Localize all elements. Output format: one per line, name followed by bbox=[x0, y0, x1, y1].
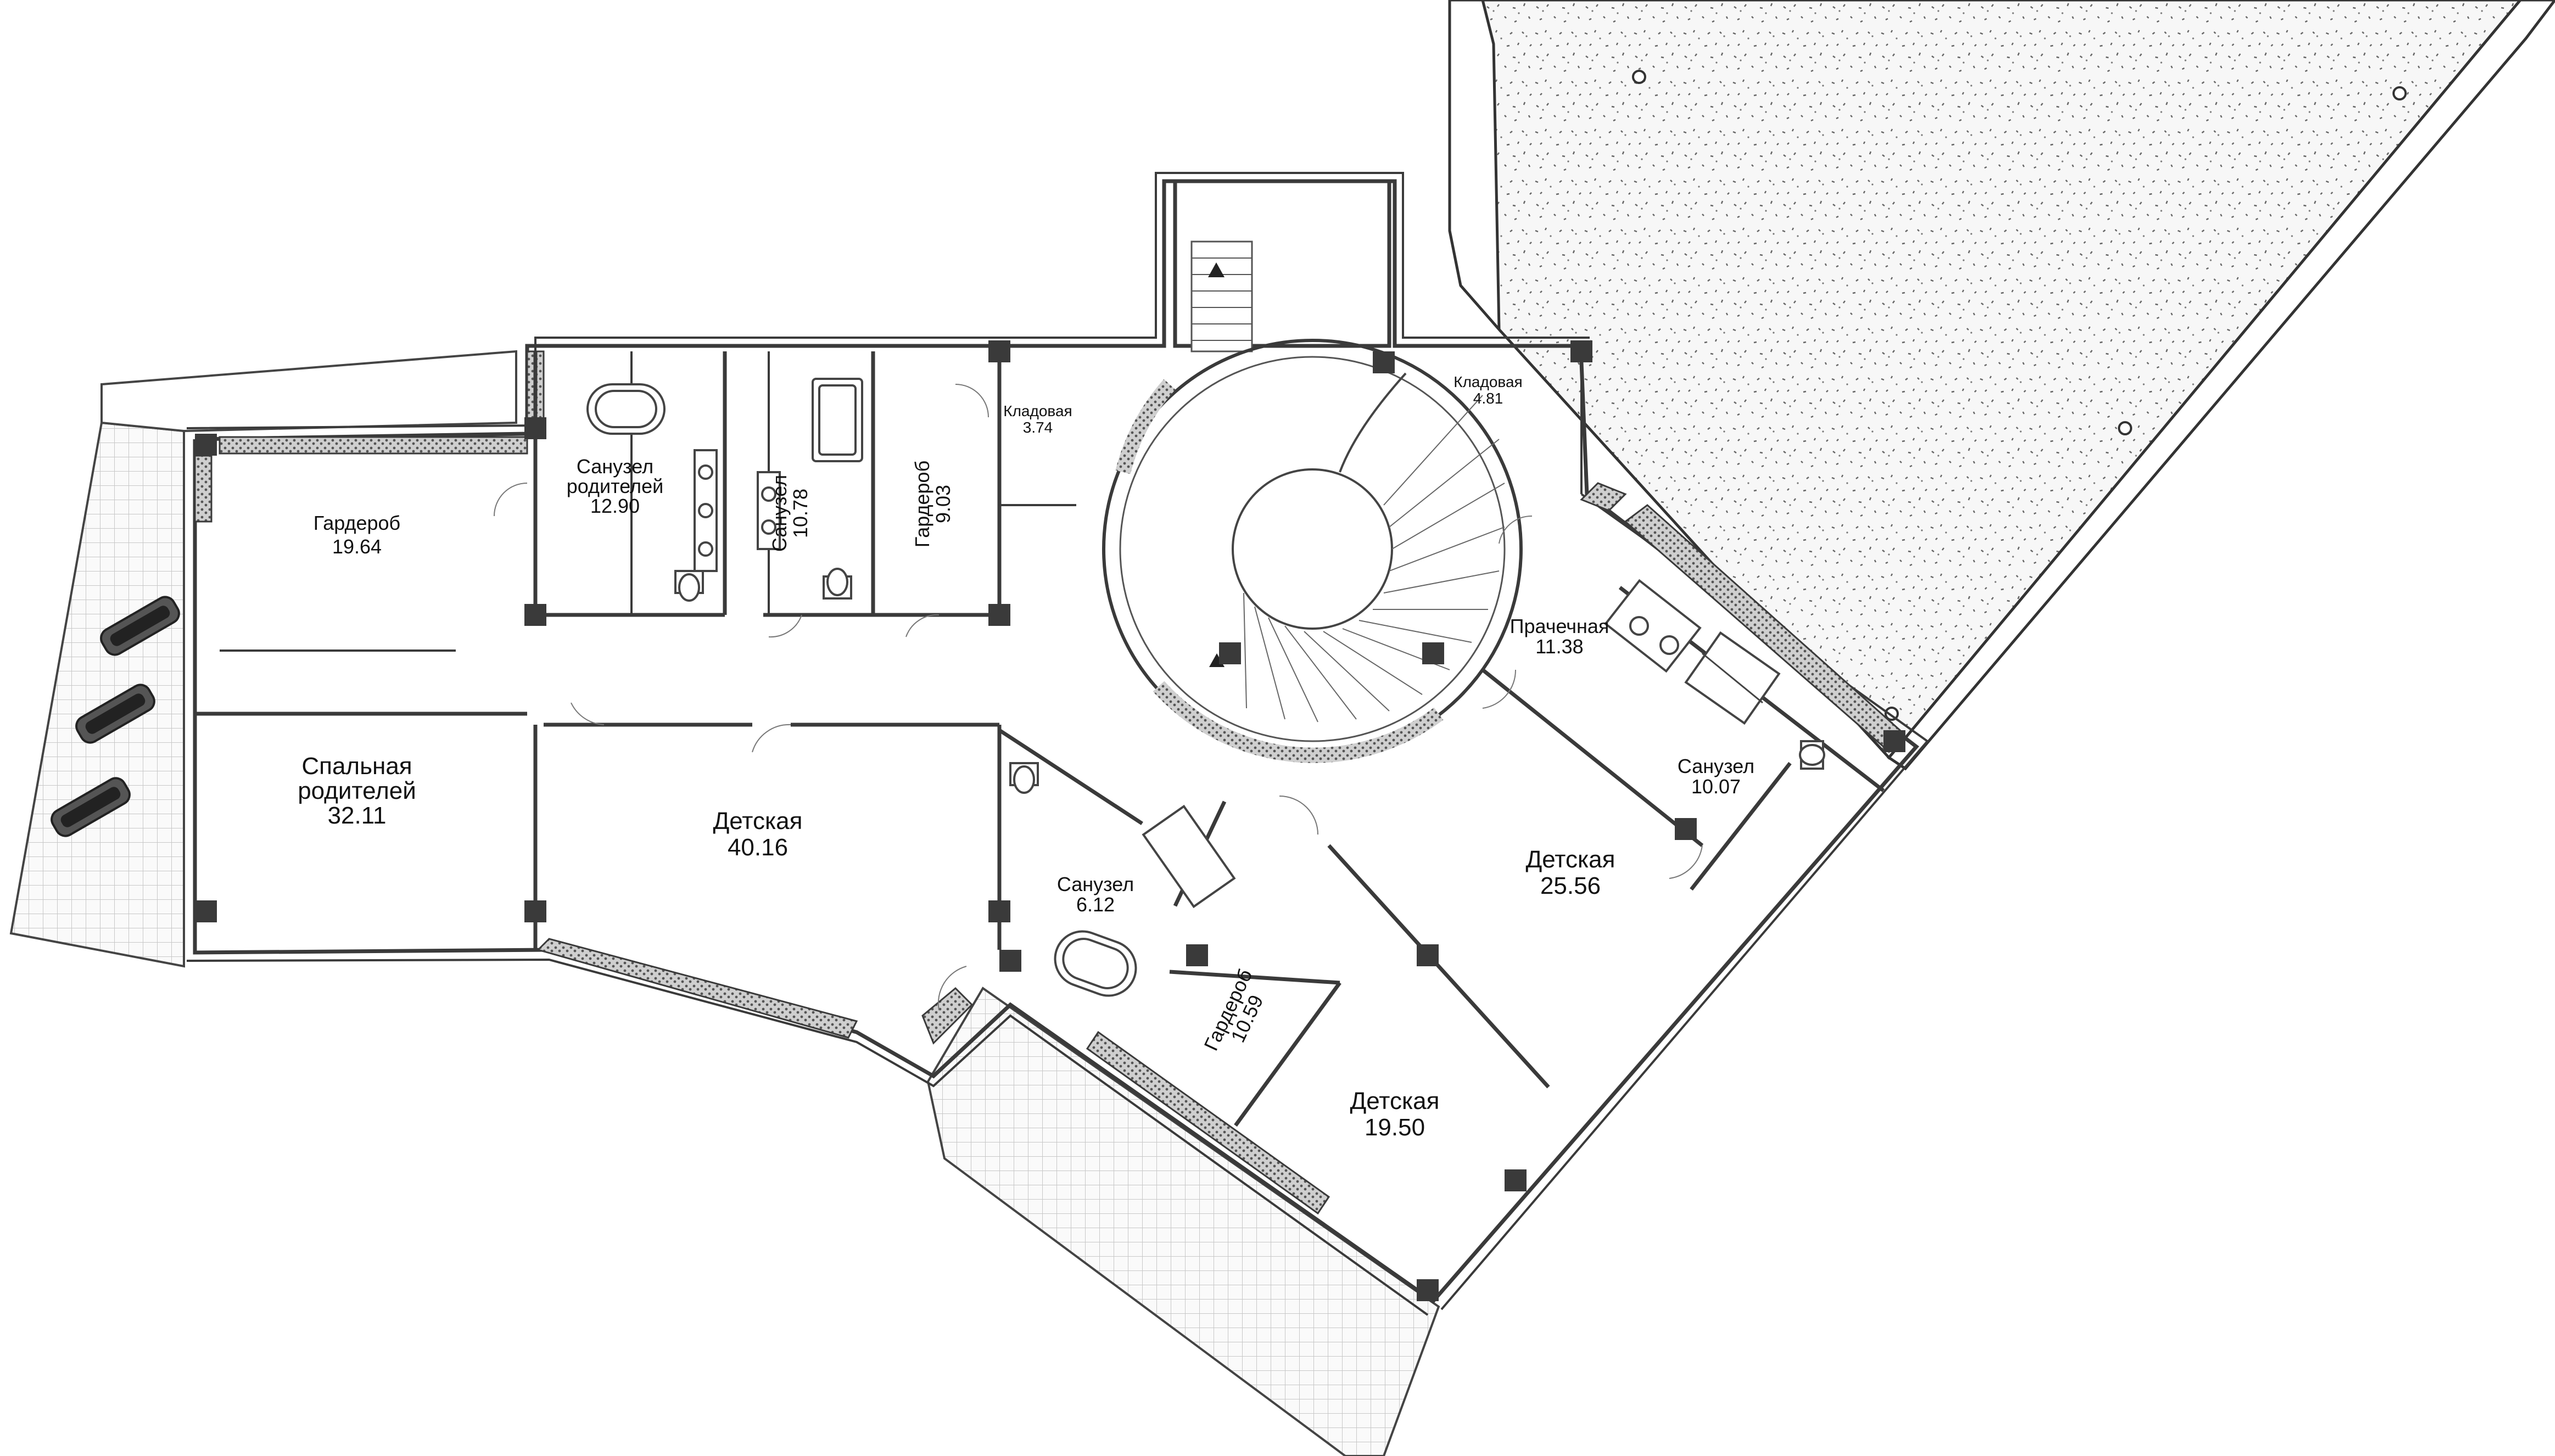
room-area-parents-bedroom: 32.11 bbox=[328, 802, 387, 829]
room-area-laundry: 11.38 bbox=[1535, 635, 1583, 658]
room-area-bath-2: 10.78 bbox=[789, 489, 812, 538]
toilet-icon bbox=[1799, 740, 1825, 770]
toilet-icon bbox=[674, 570, 704, 602]
sun-lounger-icon bbox=[51, 777, 131, 837]
fixtures bbox=[586, 378, 1825, 997]
sink-icon bbox=[1142, 804, 1236, 909]
room-name-wardrobe-1: Гардероб bbox=[314, 512, 400, 534]
bathtub-icon bbox=[812, 378, 863, 462]
room-name-parents-bedroom-line1: Спальная bbox=[301, 753, 412, 780]
room-area-kids-3: 19.50 bbox=[1365, 1114, 1425, 1141]
washer-icon bbox=[1604, 579, 1702, 673]
bottom-terrace bbox=[926, 987, 1440, 1456]
room-area-wardrobe-1: 19.64 bbox=[332, 535, 382, 558]
room-name-kids-2: Детская bbox=[1526, 846, 1615, 873]
room-area-kids-1: 40.16 bbox=[728, 834, 788, 861]
room-name-parents-bath-line1: Санузел bbox=[577, 455, 653, 478]
sun-lounger-icon bbox=[75, 684, 155, 744]
room-name-storage-1: Кладовая bbox=[1003, 402, 1072, 419]
shower-icon bbox=[1684, 631, 1781, 725]
sun-loungers bbox=[51, 596, 180, 837]
sink-icon bbox=[694, 449, 718, 572]
room-name-laundry: Прачечная bbox=[1510, 615, 1609, 637]
room-area-kids-2: 25.56 bbox=[1540, 872, 1601, 899]
sink-icon bbox=[757, 471, 781, 550]
sun-lounger-icon bbox=[100, 596, 180, 656]
toilet-icon bbox=[1009, 762, 1039, 794]
toilet-icon bbox=[823, 568, 852, 600]
room-area-storage-2: 4.81 bbox=[1473, 390, 1503, 407]
room-name-parents-bath-line2: родителей bbox=[567, 475, 663, 497]
room-area-storage-1: 3.74 bbox=[1023, 419, 1053, 436]
stair-arrow-icon bbox=[1208, 262, 1225, 277]
room-name-bath-3: Санузел bbox=[1678, 755, 1754, 777]
room-labels: Гардероб 19.64 Санузел родителей 12.90 С… bbox=[298, 373, 1754, 1141]
garden-area bbox=[1448, 0, 2555, 771]
columns bbox=[195, 340, 1905, 1301]
stair-tower bbox=[1173, 179, 1391, 352]
room-name-bath-4: Санузел bbox=[1057, 873, 1134, 895]
room-name-storage-2: Кладовая bbox=[1453, 373, 1522, 390]
room-name-bath-2: Санузел bbox=[768, 475, 791, 552]
room-name-wardrobe-2: Гардероб bbox=[911, 461, 933, 547]
room-area-wardrobe-2: 9.03 bbox=[932, 485, 954, 523]
room-area-bath-3: 10.07 bbox=[1691, 775, 1741, 798]
bathtub-icon bbox=[1054, 930, 1137, 997]
room-name-kids-1: Детская bbox=[713, 808, 803, 835]
bathtub-icon bbox=[586, 383, 666, 435]
room-name-kids-3: Детская bbox=[1350, 1088, 1440, 1115]
room-area-parents-bath: 12.90 bbox=[590, 495, 640, 517]
room-name-parents-bedroom-line2: родителей bbox=[298, 777, 416, 804]
circular-stair bbox=[1102, 339, 1523, 763]
doors bbox=[494, 384, 1703, 1011]
room-area-bath-4: 6.12 bbox=[1076, 893, 1115, 916]
